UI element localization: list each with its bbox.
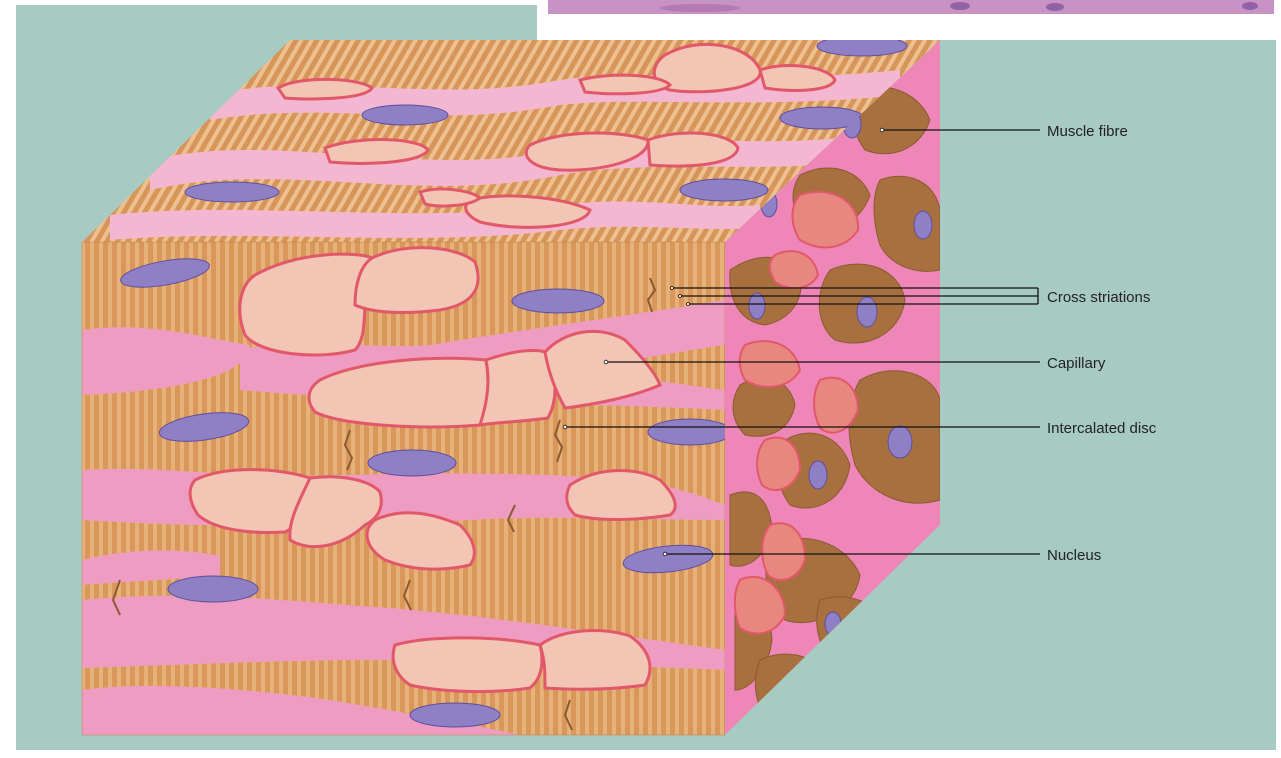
label-capillary: Capillary (1047, 355, 1106, 372)
white-border-top (0, 0, 537, 5)
label-cross-striations: Cross striations (1047, 289, 1150, 306)
micrograph-strip (537, 0, 1281, 40)
label-intercalated-disc: Intercalated disc (1047, 420, 1157, 437)
cube-front-face (82, 242, 732, 735)
white-border-left (0, 0, 16, 758)
label-nucleus: Nucleus (1047, 547, 1101, 564)
white-border-right (1276, 0, 1281, 758)
white-border-bottom (0, 750, 1281, 758)
label-muscle-fibre: Muscle fibre (1047, 123, 1128, 140)
